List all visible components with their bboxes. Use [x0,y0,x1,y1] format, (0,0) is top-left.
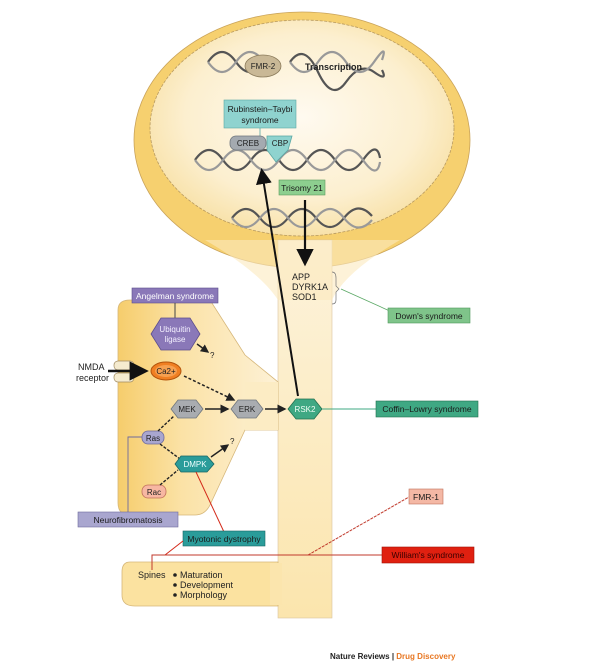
spines-label: Spines [138,570,166,580]
myotonic-dystrophy-box [182,530,266,547]
dmpk-node [174,455,215,473]
fmr1-box [408,488,444,505]
neurofibromatosis-label: Neurofibromatosis [94,515,163,525]
spines-bullet-2 [173,583,177,587]
creb-protein [229,135,267,151]
calcium-node-inner [155,365,177,377]
erk-label: ERK [239,405,256,414]
ubiquitin-question: ? [210,351,215,360]
figure-credit: Nature Reviews | Drug Discovery [330,652,455,661]
ubiquitin-label-line2: ligase [165,335,186,344]
fmr1-connector [307,496,410,556]
nmda-label-line1: NMDA [78,362,105,372]
rubinstein-label-line2: syndrome [241,115,279,125]
ras-to-dmpk-line [159,443,181,460]
calcium-label: Ca2+ [156,367,176,376]
credit-journal: Nature Reviews [330,652,390,661]
spines-item-maturation: Maturation [180,570,223,580]
downs-syndrome-label: Down's syndrome [395,311,463,321]
fmr2-label: FMR-2 [251,62,276,71]
gene-sod1: SOD1 [292,292,317,302]
rsk2-to-creb-arrow [256,168,299,397]
gene-bracket [331,271,340,305]
dna-helix-bottom [231,207,373,229]
nmda-receptor-top [113,360,135,371]
mek-label: MEK [178,405,196,414]
erk-node [230,399,264,419]
fmr1-label: FMR-1 [413,492,439,502]
dmpk-label: DMPK [183,460,207,469]
spines-branch-join [270,563,282,605]
rac-node [141,484,167,499]
nmda-label-line2: receptor [76,373,109,383]
credit-separator: | [389,652,397,661]
dmpk-question: ? [230,437,235,446]
nmda-receptor-bottom [113,372,135,383]
ubiquitin-label-line1: Ubiquitin [159,325,190,334]
williams-connector [151,554,382,570]
ras-to-mek-line [157,415,175,432]
ubiquitin-ligase-node [150,317,201,351]
neurofibromatosis-connector [127,436,142,516]
transcription-label: Transcription [305,62,362,72]
coffin-lowry-label: Coffin–Lowry syndrome [382,404,471,414]
williams-syndrome-box [381,546,475,564]
rac-to-dmpk-line [159,469,179,486]
dmpk-to-myotonic-line [195,471,225,533]
cbp-protein [266,135,293,163]
rubinstein-label-line1: Rubinstein–Taybi [228,104,293,114]
rsk2-label: RSK2 [295,405,316,414]
myotonic-dystrophy-label: Myotonic dystrophy [187,534,261,544]
downs-syndrome-box [387,307,471,324]
williams-syndrome-label: William's syndrome [392,550,465,560]
cell-neck [205,240,400,300]
spines-bullet-1 [173,573,177,577]
spines-bullet-3 [173,593,177,597]
coffin-lowry-box [375,400,479,418]
cbp-label: CBP [272,139,288,148]
gene-dyrk1a: DYRK1A [292,282,328,292]
rsk2-node [287,398,323,420]
gene-app: APP [292,272,310,282]
neurofibromatosis-box [77,511,179,528]
credit-section: Drug Discovery [396,652,456,661]
spines-item-development: Development [180,580,234,590]
trisomy-21-box [278,179,326,196]
trisomy-label: Trisomy 21 [281,183,323,193]
dmpk-question-arrow [210,444,230,458]
calcium-to-erk-arrow [183,375,236,401]
myotonic-to-spines-line [164,540,184,556]
ras-label: Ras [146,434,160,443]
rac-label: Rac [147,488,161,497]
mek-node [170,399,204,419]
dna-helix-middle [194,148,382,172]
nucleus [149,19,455,237]
downs-connector [340,288,393,313]
spines-branch [121,561,279,607]
fmr2-protein [244,54,282,78]
spines-item-morphology: Morphology [180,590,228,600]
angelman-syndrome-label: Angelman syndrome [136,291,214,301]
creb-label: CREB [237,139,259,148]
ras-node [141,430,165,445]
ubiquitin-question-arrow [196,343,210,353]
